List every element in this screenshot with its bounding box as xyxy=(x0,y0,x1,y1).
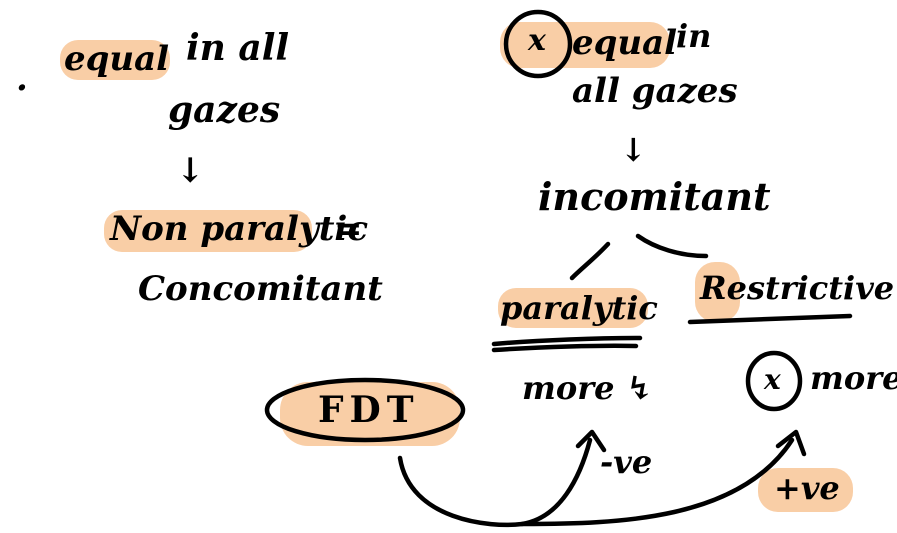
branch-line-left xyxy=(569,241,611,281)
equal-left: equal xyxy=(64,39,170,79)
non-paralytic: Non paralytic xyxy=(110,209,369,249)
underline-restrictive xyxy=(687,313,853,325)
concomitant: Concomitant xyxy=(138,269,383,309)
x-circle-top xyxy=(503,9,573,79)
highlight-equal-left xyxy=(60,40,170,80)
fdt-oval xyxy=(264,377,466,443)
branch-line-right xyxy=(635,233,709,259)
arrow-down-right: ↓ xyxy=(620,131,647,169)
arrowhead-negative xyxy=(575,429,607,453)
highlight-paralytic xyxy=(498,288,648,328)
paralytic-branch: paralytic xyxy=(500,289,658,327)
arrow-fdt-to-positive xyxy=(519,437,795,527)
highlight-restrictive xyxy=(695,262,740,322)
more-right: more xyxy=(810,359,897,397)
x-circle-bottom xyxy=(745,350,803,412)
equal-right: equal xyxy=(572,23,678,63)
x-marker-bottom: x xyxy=(764,363,781,396)
restrictive-branch: Restrictive xyxy=(700,269,895,307)
incomitant-heading: incomitant xyxy=(538,174,771,219)
negative-result: -ve xyxy=(600,443,653,481)
x-marker-top: x xyxy=(528,23,546,58)
highlight-non-paralytic xyxy=(104,210,312,252)
arrow-fdt-to-negative xyxy=(397,437,593,528)
highlight-positive xyxy=(758,468,853,512)
equals-sign: = xyxy=(334,209,363,249)
fdt-label: FDT xyxy=(318,389,420,431)
in-all: in all xyxy=(186,27,290,69)
positive-result: +ve xyxy=(774,469,840,507)
underline-paralytic xyxy=(491,335,643,347)
more-squint: more ↯ xyxy=(522,369,653,407)
bullet: . xyxy=(16,59,28,99)
underline-paralytic-2 xyxy=(491,343,639,353)
all-gazes-right: all gazes xyxy=(572,71,738,111)
arrowhead-positive xyxy=(775,429,807,457)
in-right: in xyxy=(676,17,712,55)
arrow-down-left: ↓ xyxy=(176,151,205,191)
gazes-left: gazes xyxy=(168,89,281,131)
highlight-equal-right xyxy=(500,22,670,68)
highlight-fdt xyxy=(280,382,460,446)
